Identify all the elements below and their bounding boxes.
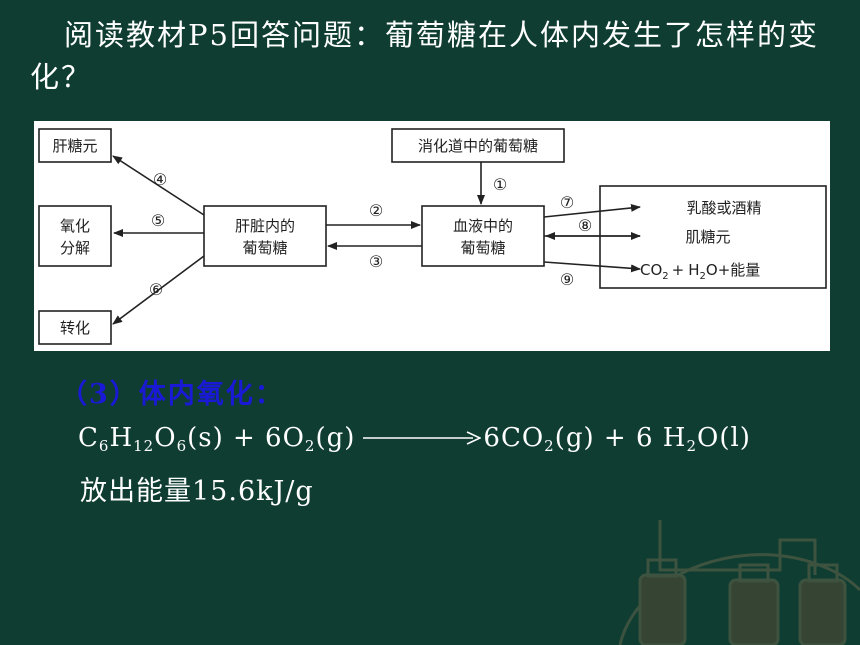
eq-oxygen-sub: 2	[304, 437, 316, 455]
digestive-glucose-box	[391, 128, 565, 163]
o-text: O	[706, 261, 718, 279]
eq-h: H	[109, 423, 134, 453]
step-label-4: ④	[153, 170, 167, 189]
node-muscle-glycogen: 肌糖元	[685, 228, 730, 246]
eq-h-sub: 12	[133, 437, 155, 455]
node-products: CO2+H2O+能量	[640, 261, 760, 282]
eq-co2-sub: 2	[544, 437, 555, 455]
step-label-7: ⑦	[560, 193, 574, 212]
node-liver-glucose-line2: 葡萄糖	[242, 239, 287, 257]
arrow-7	[543, 203, 641, 218]
eq-co2: 6CO	[483, 423, 545, 453]
section-title: （3）体内氧化：	[60, 379, 284, 410]
arrow-4	[112, 155, 205, 216]
glucose-flow-diagram: 肝糖元 氧化 分解 转化 肝脏内的 葡萄糖 消化道中的葡萄糖 血液中的 葡萄糖 …	[34, 121, 830, 351]
step-label-2: ②	[369, 201, 383, 220]
energy-text: +能量	[718, 261, 761, 279]
eq-water-state: O(l)	[697, 423, 751, 453]
reaction-arrow	[363, 431, 482, 445]
co2-text: CO	[640, 261, 662, 279]
eq-water-sub: 2	[686, 437, 697, 455]
eq-oxygen: (s) + 6O	[187, 423, 305, 453]
step-label-9: ⑨	[560, 270, 574, 289]
step-label-3: ③	[369, 252, 383, 271]
conversion-box	[38, 310, 112, 345]
step-label-8: ⑧	[578, 216, 592, 235]
node-digestive-glucose: 消化道中的葡萄糖	[418, 137, 538, 155]
liver-glycogen-box	[38, 128, 112, 163]
plus-sign: +	[672, 261, 685, 279]
arrow-9	[543, 261, 641, 273]
node-liver-glucose-line1: 肝脏内的	[235, 217, 295, 235]
liver-glucose-box	[203, 205, 327, 267]
eq-oxygen-state: (g)	[315, 423, 356, 453]
eq-water: (g) + 6 H	[554, 423, 687, 453]
eq-c: C	[78, 423, 99, 453]
blood-glucose-box	[421, 205, 545, 267]
eq-c-sub: 6	[98, 437, 110, 455]
step-label-5: ⑤	[151, 211, 165, 230]
node-blood-glucose-line1: 血液中的	[453, 217, 513, 235]
arrow-6	[112, 255, 205, 325]
energy-release-text: 放出能量15.6kJ/g	[80, 476, 314, 507]
combustion-equation: C6H12O6(s) + 6O2(g)6CO2(g) + 6 H2O(l)	[78, 423, 751, 455]
node-lactic-alcohol: 乳酸或酒精	[686, 199, 761, 217]
eq-o-sub: 6	[176, 437, 188, 455]
node-conversion: 转化	[60, 319, 90, 337]
oxidation-box	[38, 205, 112, 267]
co2-sub: 2	[662, 271, 668, 282]
h-sub: 2	[700, 271, 706, 282]
eq-o: O	[154, 423, 177, 453]
question-text: 阅读教材P5回答问题：葡萄糖在人体内发生了怎样的变化？	[30, 18, 819, 94]
node-blood-glucose-line2: 葡萄糖	[460, 239, 505, 257]
h-text: H	[688, 261, 699, 279]
node-liver-glycogen: 肝糖元	[52, 137, 97, 155]
lab-apparatus-decoration	[618, 520, 860, 645]
node-oxidation-line2: 分解	[60, 239, 90, 257]
step-label-6: ⑥	[149, 280, 163, 299]
step-label-1: ①	[493, 175, 507, 194]
node-oxidation-line1: 氧化	[60, 217, 90, 235]
